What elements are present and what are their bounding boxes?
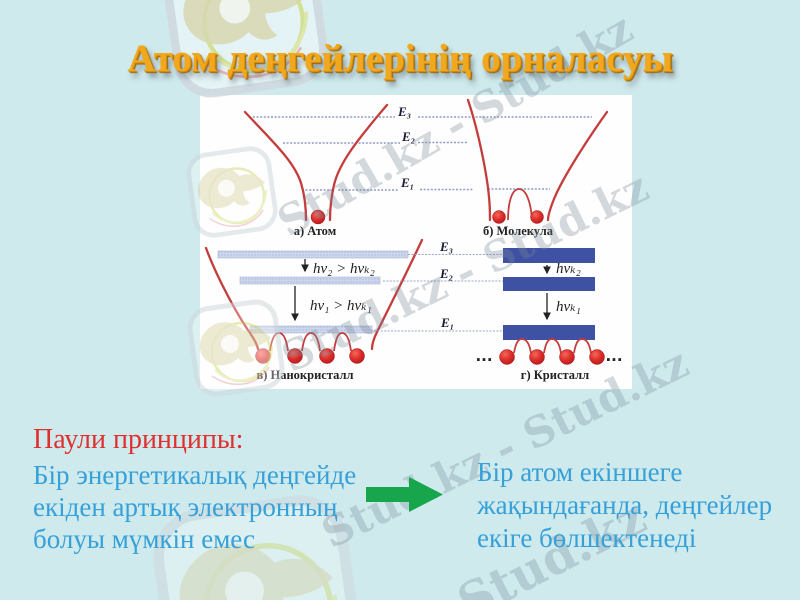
ellipsis-right: ... bbox=[605, 347, 622, 365]
energy-band bbox=[503, 277, 595, 291]
figure-panel: а) Атом б) Молекула E₃ E₂ E₁ bbox=[200, 95, 632, 389]
caption-molecule: б) Молекула bbox=[483, 224, 554, 238]
crystal-photon-bottom: hνₖ₁ bbox=[556, 299, 581, 315]
conclusion-statement: Бір атом екіншеге жақындағанда, деңгейле… bbox=[477, 457, 773, 553]
caption-nanocrystal: в) Нанокристалл bbox=[256, 368, 353, 382]
crystal-photon-top: hνₖ₂ bbox=[556, 261, 581, 277]
electron-ball bbox=[499, 349, 515, 365]
electron-ball bbox=[559, 349, 575, 365]
green-arrow-icon bbox=[366, 477, 443, 512]
energy-band bbox=[503, 325, 595, 340]
label-e2: E₂ bbox=[401, 129, 415, 144]
electron-ball bbox=[255, 348, 271, 364]
atom-diagram: а) Атом bbox=[243, 103, 400, 238]
energy-band bbox=[503, 248, 595, 263]
ellipsis-left: ... bbox=[475, 347, 492, 365]
crystal-diagram: hνₖ₂ hνₖ₁ ... ... г) Кристалл bbox=[475, 248, 623, 382]
slide-title: Атом деңгейлерінің орналасуы bbox=[127, 37, 673, 80]
electron-ball bbox=[529, 349, 545, 365]
electron-ball bbox=[530, 210, 544, 224]
nanocrystal-diagram: hν₂ > hνₖ₂ hν₁ > hνₖ₁ в) Нанокристалл bbox=[204, 238, 424, 382]
energy-diagram: а) Атом б) Молекула E₃ E₂ E₁ bbox=[204, 98, 623, 382]
label-e3-bottom: E₃ bbox=[439, 239, 453, 254]
nano-relation-top: hν₂ > hνₖ₂ bbox=[313, 261, 375, 277]
electron-ball bbox=[287, 348, 303, 364]
pauli-statement: Бір энергетикалық деңгейде екіден артық … bbox=[33, 460, 357, 554]
label-e2-bottom: E₂ bbox=[439, 266, 453, 281]
label-e1: E₁ bbox=[400, 175, 414, 190]
electron-ball bbox=[349, 348, 365, 364]
molecule-diagram: б) Молекула bbox=[418, 98, 609, 238]
electron-ball bbox=[310, 209, 326, 225]
pauli-heading: Паули принципы: bbox=[33, 424, 244, 455]
label-e3: E₃ bbox=[397, 104, 411, 119]
caption-atom: а) Атом bbox=[294, 224, 337, 238]
nano-relation-bottom: hν₁ > hνₖ₁ bbox=[310, 298, 372, 314]
label-e1-bottom: E₁ bbox=[440, 315, 454, 330]
electron-ball bbox=[492, 210, 506, 224]
electron-ball bbox=[589, 349, 605, 365]
caption-crystal: г) Кристалл bbox=[521, 368, 589, 382]
electron-ball bbox=[319, 348, 335, 364]
